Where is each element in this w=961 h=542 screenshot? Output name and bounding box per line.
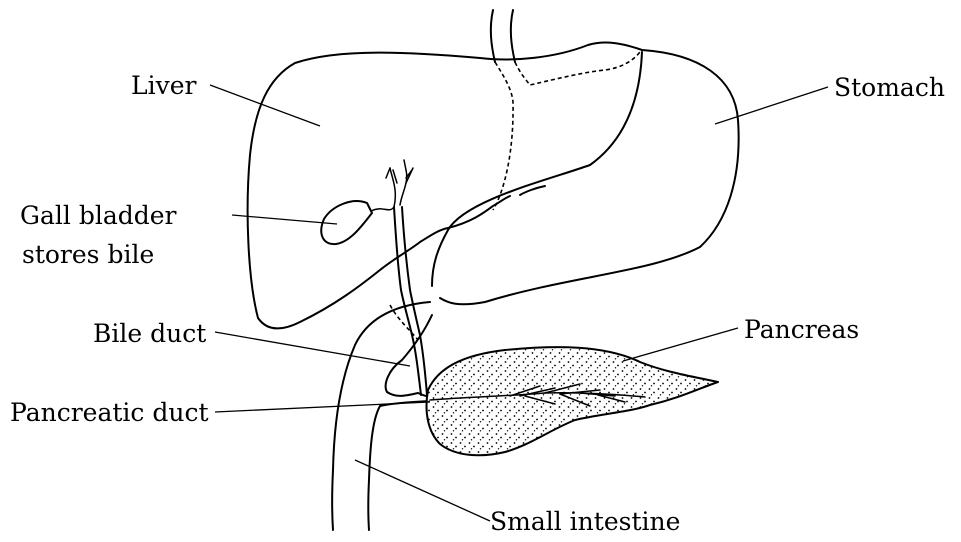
leader-bile-duct	[215, 332, 410, 366]
label-gall-bladder-line1: Gall bladder	[20, 201, 177, 230]
label-liver: Liver	[131, 71, 197, 100]
leader-small-intestine	[355, 460, 490, 521]
leader-lines	[210, 85, 828, 521]
leader-pancreatic-duct	[215, 402, 430, 412]
label-small-intestine: Small intestine	[490, 507, 680, 536]
stomach	[432, 50, 739, 304]
gall-bladder	[321, 160, 413, 244]
label-pancreas: Pancreas	[744, 315, 859, 344]
liver	[248, 43, 642, 329]
label-gall-bladder-line2: stores bile	[22, 240, 154, 269]
leader-pancreas	[623, 328, 738, 361]
pancreas	[427, 347, 719, 455]
oesophagus	[491, 10, 515, 62]
small-intestine	[332, 302, 432, 530]
leader-liver	[210, 85, 320, 126]
leader-stomach	[715, 87, 828, 124]
label-bile-duct: Bile duct	[93, 319, 206, 348]
label-pancreatic-duct: Pancreatic duct	[10, 398, 209, 427]
label-stomach: Stomach	[834, 73, 945, 102]
